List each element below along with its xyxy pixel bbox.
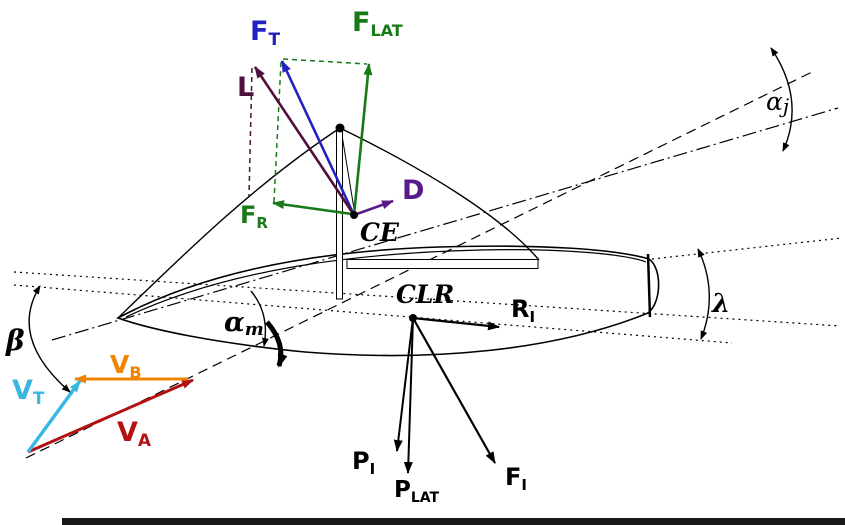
drag-vector (353, 199, 394, 217)
label-ce: CE (360, 218, 400, 247)
lift-vector (253, 66, 356, 216)
label-beta: β (5, 324, 25, 357)
label-va: VA (117, 417, 152, 451)
label-plat-sub: LAT (411, 490, 440, 506)
transom-line (646, 253, 652, 318)
label-alpha-j: αj (766, 87, 789, 118)
label-fi-sub: I (521, 476, 527, 494)
center-of-lateral-resistance-point (409, 314, 417, 322)
label-lambda: λ (711, 289, 730, 319)
sail-chord-line (340, 128, 356, 216)
label-ft-base: F (250, 16, 268, 47)
label-plat: PLAT (394, 477, 440, 506)
label-fr-sub: R (256, 214, 268, 232)
lambda-angle-arc (697, 248, 710, 340)
pi-vector (393, 317, 414, 452)
plat-vector (403, 317, 414, 474)
label-vt-base: V (12, 375, 33, 406)
label-drag: D (402, 175, 424, 206)
heading-extension-dotted-line (651, 237, 843, 260)
lift-construction-line (248, 67, 253, 197)
hull-resistance-vector (412, 316, 500, 331)
label-fi-base: F (505, 463, 521, 491)
alpha-j-angle-arc (770, 47, 793, 152)
label-lift: L (237, 72, 254, 103)
sail-trim-swoosh-arrow (265, 320, 288, 368)
drive-force-vector (272, 200, 353, 216)
label-ri: RI (511, 295, 535, 326)
sail-leech-curve (339, 127, 540, 261)
label-ri-base: R (511, 295, 529, 323)
label-alpha-m-base: α (224, 307, 245, 338)
alpha-m-angle-arc (250, 290, 269, 347)
lateral-force-vector (352, 63, 373, 216)
flat-construction-line (273, 61, 282, 203)
course-dotted-line-2 (13, 284, 733, 344)
label-pi: PI (352, 447, 375, 478)
label-fi: FI (505, 463, 527, 494)
label-vb: VB (110, 350, 142, 382)
label-vt-sub: T (33, 389, 45, 409)
apparent-wind-vector (27, 378, 194, 454)
label-pi-sub: I (370, 460, 376, 478)
label-plat-base: P (394, 477, 411, 503)
boom (346, 259, 539, 269)
label-vb-base: V (110, 350, 130, 379)
label-alpha-j-base: α (766, 87, 783, 116)
label-alpha-j-sub: j (779, 94, 789, 118)
label-flat-sub: LAT (370, 21, 402, 40)
label-clr: CLR (396, 280, 454, 309)
masthead-point (335, 123, 345, 133)
label-alpha-m: αm (224, 307, 264, 340)
bottom-edge-bar (62, 518, 845, 525)
label-va-sub: A (138, 431, 152, 451)
hull-outline (116, 245, 660, 357)
label-vb-sub: B (129, 363, 141, 382)
true-wind-vector (26, 379, 82, 454)
label-alpha-m-sub: m (245, 319, 264, 340)
label-ri-sub: I (529, 308, 535, 326)
fi-vector (412, 317, 496, 464)
label-va-base: V (117, 417, 138, 448)
label-ft: FT (250, 16, 280, 50)
boat-axis-dashdot-line (51, 107, 839, 341)
label-ft-sub: T (268, 30, 280, 50)
label-fr-base: F (240, 201, 256, 229)
label-flat: FLAT (352, 7, 403, 40)
label-pi-base: P (352, 447, 370, 475)
label-fr: FR (240, 201, 268, 232)
center-of-effort-point (350, 211, 358, 219)
total-force-vector (280, 60, 356, 216)
beta-angle-arc (28, 285, 71, 393)
label-vt: VT (12, 375, 45, 409)
ft-construction-line (282, 58, 368, 65)
label-flat-base: F (352, 7, 370, 38)
deck-sheer-line (125, 249, 647, 318)
sail-luff-curve (117, 127, 341, 319)
